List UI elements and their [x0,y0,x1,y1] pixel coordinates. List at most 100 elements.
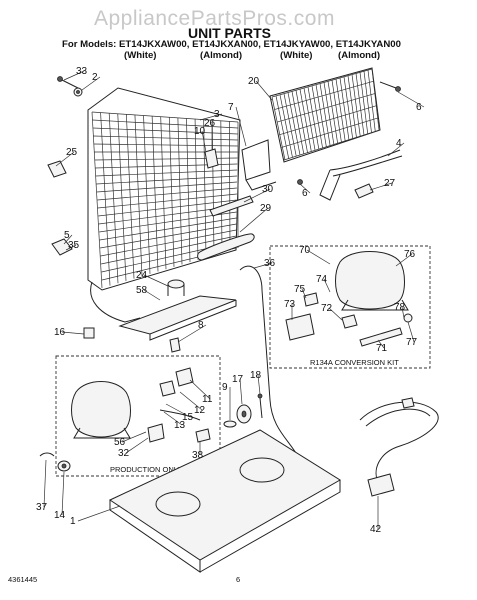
condenser-coil [87,87,241,323]
callout-leader-2 [81,76,101,91]
callout-30: 30 [262,184,274,195]
callout-leader-70 [306,249,331,265]
callout-12: 12 [194,405,206,416]
callout-16: 16 [54,327,66,338]
callout-5: 5 [64,230,70,241]
callout-leader-35 [65,244,77,251]
callout-leader-78 [401,306,405,319]
callout-leader-27 [369,182,393,191]
callout-leader-25 [55,151,75,167]
callout-33: 33 [76,66,88,77]
callout-leader-75 [301,288,307,299]
callout-70: 70 [299,245,311,256]
callout-6: 6 [416,102,422,113]
model-color-2: (Almond) [200,50,242,61]
grommet-17 [236,404,252,424]
callout-leader-71 [377,339,385,349]
model-color-3: (White) [280,50,313,61]
callout-leader-37 [43,459,47,508]
callout-leader-6 [397,91,425,108]
callout-1: 1 [70,516,76,527]
callout-25: 25 [66,147,78,158]
diagram-title: UNIT PARTS [188,25,271,41]
drier-30 [209,195,254,217]
callout-15: 15 [182,412,194,423]
callout-75: 75 [294,284,306,295]
callout-18: 18 [250,370,262,381]
callout-76: 76 [404,249,416,260]
callout-leader-5 [63,234,73,245]
callout-72: 72 [321,303,333,314]
callout-leader-1 [77,505,121,522]
callout-77: 77 [406,337,418,348]
callout-17: 17 [232,374,244,385]
bolt-18 [257,393,263,419]
callout-36: 36 [264,258,276,269]
callout-9: 9 [222,382,228,393]
screw-6-mid [297,179,303,185]
callout-leader-77 [407,321,415,343]
screw-33 [57,76,79,89]
callout-leader-29 [239,207,269,233]
callout-leader-32 [125,437,149,454]
conversion-kit-box [269,245,431,369]
production-only-box [55,355,221,477]
callout-2: 2 [92,72,98,83]
callout-leader-24 [143,274,169,287]
callout-leader-16 [61,331,85,335]
washer-9 [223,420,237,428]
model-color-4: (Almond) [338,50,380,61]
screw-6-top [379,81,401,92]
callout-leader-15 [165,403,191,418]
callout-29: 29 [260,203,272,214]
callout-leader-4 [387,142,405,157]
callout-leader-3 [199,113,223,121]
base-plate [108,429,341,573]
wiring-harness-42 [359,397,439,497]
callout-leader-14 [61,471,65,516]
callout-leader-30 [243,188,271,203]
callout-6: 6 [302,188,308,199]
callout-7: 7 [228,102,234,113]
callout-14: 14 [54,510,66,521]
bracket-25 [47,160,67,178]
model-color-1: (White) [124,50,157,61]
callout-leader-6 [299,183,311,194]
models-line: For Models: ET14JKXAW00, ET14JKXAN00, ET… [62,39,401,50]
callout-35: 35 [68,240,80,251]
callout-4: 4 [396,138,402,149]
callout-leader-58 [143,289,161,301]
callout-11: 11 [202,394,213,405]
drain-pan-58 [118,295,237,341]
production-only-label: PRODUCTION ONLY [110,465,182,474]
callout-leader-7 [235,106,247,147]
callout-leader-12 [179,391,203,411]
callout-38: 38 [192,450,204,461]
clip-16 [83,327,95,339]
callout-leader-13 [163,411,183,426]
callout-56: 56 [114,437,126,448]
watermark: AppliancePartsPros.com [94,7,335,30]
callout-42: 42 [370,524,382,535]
callout-leader-18 [257,374,261,395]
sleeve-8 [169,337,181,353]
conversion-kit-label: R134A CONVERSION KIT [310,358,399,367]
callout-32: 32 [118,448,130,459]
callout-58: 58 [136,285,148,296]
callout-leader-17 [239,378,243,405]
callout-26: 26 [204,118,216,129]
callout-73: 73 [284,299,296,310]
footer-document-number: 4361445 [8,575,37,584]
callout-8: 8 [198,320,204,331]
drier-29 [197,233,255,261]
footer-page-number: 6 [236,575,240,584]
grommet-2 [73,87,83,97]
evaporator-coil [241,67,403,201]
callout-24: 24 [136,270,148,281]
clip-37 [39,452,55,457]
callout-leader-20 [255,80,273,101]
bracket-5 [51,238,73,256]
callout-10: 10 [194,126,206,137]
callout-13: 13 [174,420,186,431]
